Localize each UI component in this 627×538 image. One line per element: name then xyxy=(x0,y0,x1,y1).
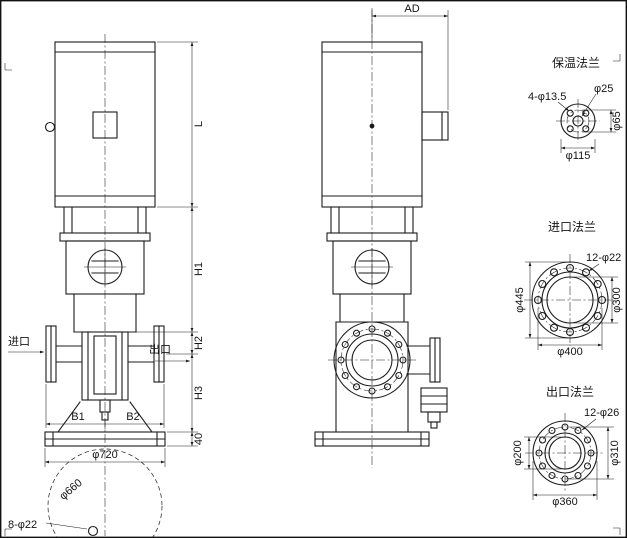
side-fitting xyxy=(420,387,448,413)
dim-H3: H3 xyxy=(193,386,205,400)
front-base-plate xyxy=(44,431,166,447)
inlet-flange-detail: 进口法兰 12-φ22 φ445 φ300 φ400 xyxy=(514,220,623,358)
terminal-box xyxy=(92,111,118,139)
flange-details: 保温法兰 4-φ13.5 φ25 φ65 φ115 xyxy=(512,56,623,508)
front-pump-body xyxy=(45,293,165,433)
front-drive-section xyxy=(59,206,151,295)
outlet-flange-detail: 出口法兰 12-φ26 φ200 φ310 φ360 xyxy=(512,385,621,508)
dim-40: 40 xyxy=(193,433,205,445)
side-drive-section xyxy=(326,206,418,295)
terminal-box-side xyxy=(421,111,449,141)
dim-bolt-circle-660: φ660 xyxy=(57,477,84,503)
outlet-label: 出口 xyxy=(149,342,171,356)
inlet-dim-outer: φ445 xyxy=(514,287,526,313)
side-motor xyxy=(321,41,449,208)
dim-anchor-holes: 8-φ22 xyxy=(8,519,37,531)
insulation-dim-outer: φ115 xyxy=(566,150,591,162)
front-dimensions xyxy=(8,41,198,467)
outlet-dim-outer: φ360 xyxy=(552,496,578,508)
suction-flange-bolt-holes xyxy=(337,325,407,395)
outlet-dim-bolt-circle: φ310 xyxy=(609,440,621,466)
front-motor xyxy=(44,41,156,208)
side-dim-AD xyxy=(371,10,449,110)
outlet-dim-bore: φ200 xyxy=(512,440,524,466)
anchor-bolt-hole xyxy=(87,525,99,537)
inlet-dim-holes: 12-φ22 xyxy=(586,252,621,264)
insulation-flange-detail: 保温法兰 4-φ13.5 φ25 φ65 φ115 xyxy=(528,56,623,162)
dim-H2: H2 xyxy=(193,336,205,350)
insulation-dim-bore: φ25 xyxy=(594,83,613,95)
front-view: 进口 出口 L H1 H2 H3 40 B1 B2 φ720 φ660 8-φ2… xyxy=(8,34,205,538)
inlet-dim-bore: φ300 xyxy=(611,287,623,313)
inlet-label: 进口 xyxy=(8,335,30,348)
side-view: AD xyxy=(314,3,449,468)
anchor-bolt-circle xyxy=(45,448,163,538)
side-base-plate xyxy=(314,431,430,447)
dim-H1: H1 xyxy=(193,262,205,276)
insulation-flange-title: 保温法兰 xyxy=(552,56,600,70)
insulation-dim-bolt-circle: φ65 xyxy=(611,111,623,130)
outlet-dim-holes: 12-φ26 xyxy=(584,407,619,419)
inlet-flange-title: 进口法兰 xyxy=(548,220,596,234)
dim-base-diameter: φ720 xyxy=(92,449,118,461)
inlet-dim-bolt-circle: φ400 xyxy=(557,346,583,358)
dim-AD: AD xyxy=(404,3,419,15)
side-pump-body xyxy=(328,293,448,433)
outlet-flange-title: 出口法兰 xyxy=(546,385,594,399)
lifting-eye xyxy=(44,121,56,133)
dim-B2: B2 xyxy=(126,411,139,423)
dim-B1: B1 xyxy=(71,411,84,423)
insulation-dim-holes: 4-φ13.5 xyxy=(528,91,566,103)
dim-L: L xyxy=(193,121,205,127)
